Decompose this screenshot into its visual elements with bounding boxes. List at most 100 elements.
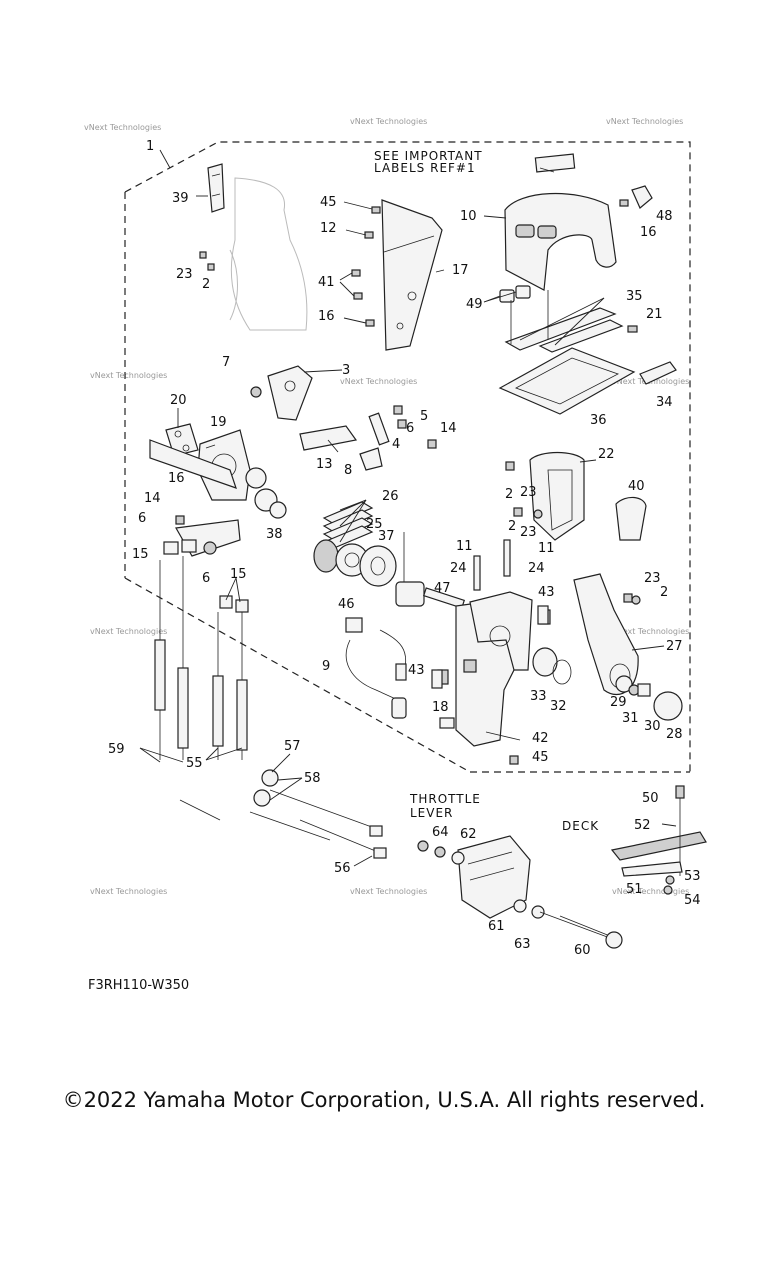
- watermark: vNext Technologies: [350, 117, 427, 126]
- assembly-boundary: [124, 141, 691, 775]
- deck-panel: [610, 785, 707, 895]
- watermark: vNext Technologies: [90, 887, 167, 896]
- parts-32-33: [532, 647, 572, 685]
- handle-assembly: [615, 675, 683, 721]
- callout-29: 29: [610, 695, 627, 710]
- housing-outline: [229, 177, 308, 331]
- callout-45: 45: [320, 195, 337, 210]
- callout-18: 18: [432, 700, 449, 715]
- text-labels: SEE IMPORTANT LABELS REF#1 THROTTLE LEVE…: [374, 149, 599, 833]
- callout-42: 42: [532, 731, 549, 746]
- callout-16: 16: [640, 225, 657, 240]
- drawing-code: F3RH110-W350: [88, 978, 190, 993]
- callout-50: 50: [642, 791, 659, 806]
- part-13-lever: [299, 425, 358, 451]
- callout-48: 48: [656, 209, 673, 224]
- parts-42-45: [485, 731, 521, 765]
- callout-8: 8: [344, 463, 352, 478]
- callout-54: 54: [684, 893, 701, 908]
- callout-2: 2: [202, 277, 210, 292]
- cables: [154, 556, 248, 760]
- part-26-plates: [322, 501, 374, 549]
- part-14-bolt: [427, 439, 437, 449]
- part-43-clip: [537, 605, 549, 625]
- callout-22: 22: [598, 447, 615, 462]
- callout-2: 2: [508, 519, 516, 534]
- callout-16: 16: [318, 309, 335, 324]
- part-18-block: [439, 717, 455, 729]
- callout-12: 12: [320, 221, 337, 236]
- small-pins: [359, 405, 407, 471]
- callout-62: 62: [460, 827, 477, 842]
- callout-63: 63: [514, 937, 531, 952]
- callout-45: 45: [532, 750, 549, 765]
- part-22-lever: [529, 451, 585, 541]
- callout-23: 23: [644, 571, 661, 586]
- callout-21: 21: [646, 307, 663, 322]
- callout-6: 6: [202, 571, 210, 586]
- part-21-screw: [627, 325, 638, 333]
- callout-30: 30: [644, 719, 661, 734]
- callout-3: 3: [342, 363, 350, 378]
- callout-7: 7: [222, 355, 230, 370]
- watermark: vNext Technologies: [84, 123, 161, 132]
- callout-38: 38: [266, 527, 283, 542]
- callout-2: 2: [660, 585, 668, 600]
- callout-16: 16: [168, 471, 185, 486]
- part-17-plate: [381, 199, 443, 351]
- callout-40: 40: [628, 479, 645, 494]
- main-housing: [437, 591, 551, 747]
- part-38-gear: [254, 488, 287, 519]
- callout-6: 6: [138, 511, 146, 526]
- left-links: [149, 439, 249, 613]
- callout-46: 46: [338, 597, 355, 612]
- callout-19: 19: [210, 415, 227, 430]
- callout-9: 9: [322, 659, 330, 674]
- watermark: vNext Technologies: [90, 371, 167, 380]
- callout-61: 61: [488, 919, 505, 934]
- callout-33: 33: [530, 689, 547, 704]
- label-labels-ref: LABELS REF#1: [374, 161, 476, 175]
- part-47-shaft: [395, 532, 466, 609]
- callout-41: 41: [318, 275, 335, 290]
- callout-64: 64: [432, 825, 449, 840]
- callout-6: 6: [406, 421, 414, 436]
- callout-10: 10: [460, 209, 477, 224]
- part-34-bracket: [639, 361, 677, 385]
- callout-56: 56: [334, 861, 351, 876]
- callout-57: 57: [284, 739, 301, 754]
- part-43-clip: [431, 669, 443, 689]
- callout-15: 15: [230, 567, 247, 582]
- label-see-important: SEE IMPORTANT: [374, 149, 483, 163]
- callout-59: 59: [108, 742, 125, 757]
- callout-23: 23: [520, 525, 537, 540]
- label-deck: DECK: [562, 819, 599, 833]
- callout-11: 11: [456, 539, 473, 554]
- callout-23: 23: [176, 267, 193, 282]
- callout-53: 53: [684, 869, 701, 884]
- part-35-rails: [504, 290, 624, 353]
- part-25-37-washers: [313, 539, 397, 587]
- callout-37: 37: [378, 529, 395, 544]
- callout-13: 13: [316, 457, 333, 472]
- callout-numbers: 1 2 2 2 2 3 4 5 6 6 6 7 8 9 10 11 11 12 …: [108, 139, 701, 958]
- callout-24: 24: [450, 561, 467, 576]
- copyright-notice: ©2022 Yamaha Motor Corporation, U.S.A. A…: [62, 1088, 706, 1112]
- callout-32: 32: [550, 699, 567, 714]
- part-3-bracket: [267, 365, 313, 421]
- callout-20: 20: [170, 393, 187, 408]
- callout-31: 31: [622, 711, 639, 726]
- leader-lines: [139, 149, 677, 867]
- label-lever: LEVER: [410, 806, 453, 820]
- watermark: vNext Technologies: [612, 887, 689, 896]
- label-throttle: THROTTLE: [409, 792, 481, 806]
- cable-ends: [179, 769, 387, 859]
- throttle-lever-assembly: [417, 835, 623, 949]
- screws-right: [505, 461, 641, 605]
- callout-5: 5: [420, 409, 428, 424]
- watermark: vNext Technologies: [606, 117, 683, 126]
- part-11-springs: [473, 539, 511, 591]
- callout-52: 52: [634, 818, 651, 833]
- callout-11: 11: [538, 541, 555, 556]
- part-48-knob: [619, 185, 653, 209]
